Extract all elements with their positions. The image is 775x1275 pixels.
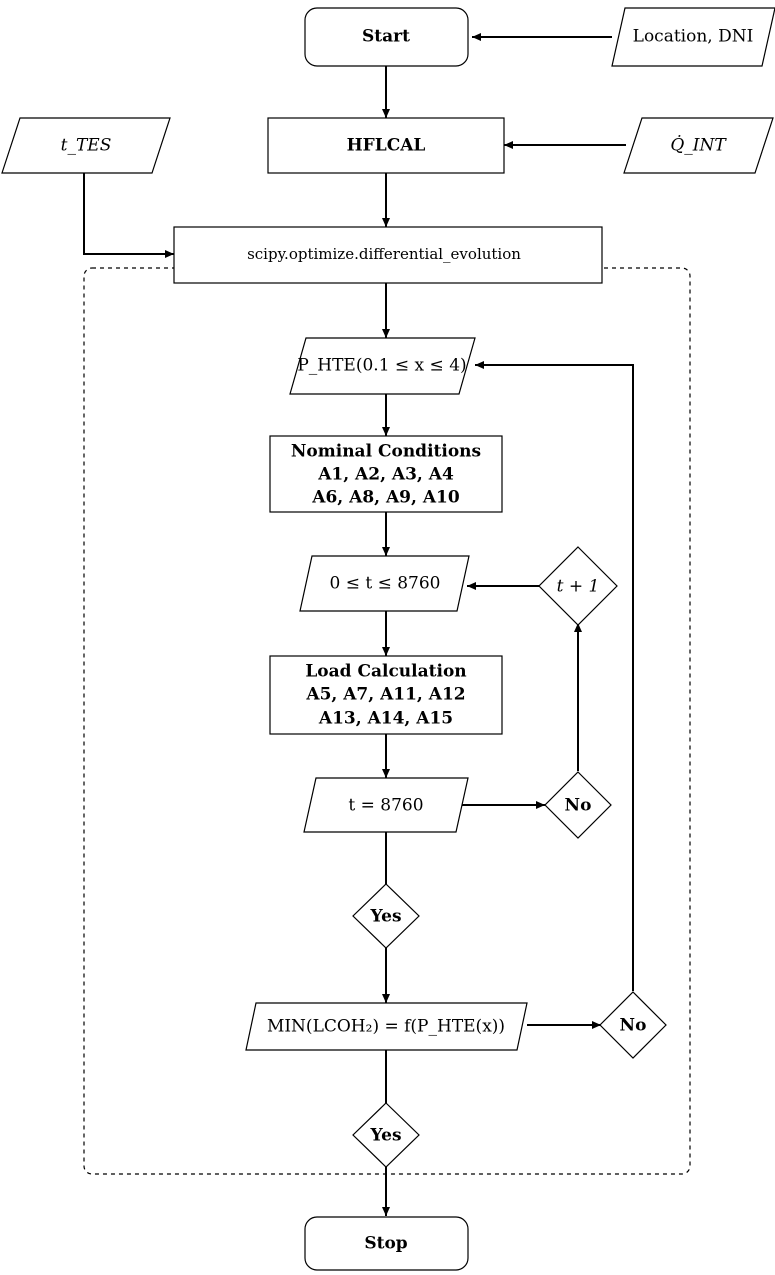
yes-1-label: Yes: [369, 907, 401, 927]
yes-2-label: Yes: [369, 1126, 401, 1146]
time-range-label: 0 ≤ t ≤ 8760: [329, 574, 440, 594]
node-stop: Stop: [304, 1216, 469, 1271]
nominal-line-3: A6, A8, A9, A10: [311, 488, 460, 508]
decision-no-2: No: [599, 991, 667, 1059]
node-nominal-conditions: Nominal Conditions A1, A2, A3, A4 A6, A8…: [269, 435, 503, 513]
t-check-label: t = 8760: [348, 796, 423, 816]
nominal-line-2: A1, A2, A3, A4: [317, 465, 454, 485]
node-min-lcoh: MIN(LCOH₂) = f(P_HTE(x)): [245, 1002, 528, 1051]
t-plus-1-label: t + 1: [557, 577, 600, 597]
node-start: Start: [304, 7, 469, 67]
p-hte-label: P_HTE(0.1 ≤ x ≤ 4): [297, 356, 466, 376]
nominal-line-1: Nominal Conditions: [291, 442, 481, 462]
node-location-dni: Location, DNI: [611, 7, 775, 67]
edges: [83, 33, 634, 1216]
start-label: Start: [362, 27, 410, 47]
load-line-1: Load Calculation: [305, 662, 466, 682]
edge-ttes-scipy: [83, 173, 174, 258]
q-int-label: Q̇_INT: [670, 135, 727, 155]
node-scipy: scipy.optimize.differential_evolution: [173, 226, 603, 284]
node-load-calculation: Load Calculation A5, A7, A11, A12 A13, A…: [269, 655, 503, 735]
stop-label: Stop: [364, 1234, 407, 1254]
load-line-3: A13, A14, A15: [318, 709, 453, 729]
no-1-label: No: [565, 796, 592, 816]
scipy-label: scipy.optimize.differential_evolution: [247, 245, 521, 263]
t-tes-label: t_TES: [61, 136, 112, 156]
node-hflcal: HFLCAL: [267, 117, 505, 174]
node-t-check: t = 8760: [303, 777, 469, 833]
decision-t-plus-1: t + 1: [538, 546, 618, 626]
edge-no-phte-loop: [475, 361, 634, 991]
decision-no-1: No: [544, 771, 612, 839]
node-time-range: 0 ≤ t ≤ 8760: [299, 555, 470, 612]
node-q-int: Q̇_INT: [623, 117, 774, 174]
optimization-boundary: [83, 267, 691, 1175]
load-line-2: A5, A7, A11, A12: [305, 685, 465, 705]
decision-yes-2: Yes: [352, 1102, 420, 1168]
location-label: Location, DNI: [633, 27, 754, 47]
min-lcoh-label: MIN(LCOH₂) = f(P_HTE(x)): [267, 1017, 505, 1037]
node-p-hte: P_HTE(0.1 ≤ x ≤ 4): [289, 337, 476, 395]
decision-yes-1: Yes: [352, 883, 420, 949]
no-2-label: No: [620, 1016, 647, 1036]
node-t-tes: t_TES: [1, 117, 171, 174]
hflcal-label: HFLCAL: [347, 136, 426, 156]
